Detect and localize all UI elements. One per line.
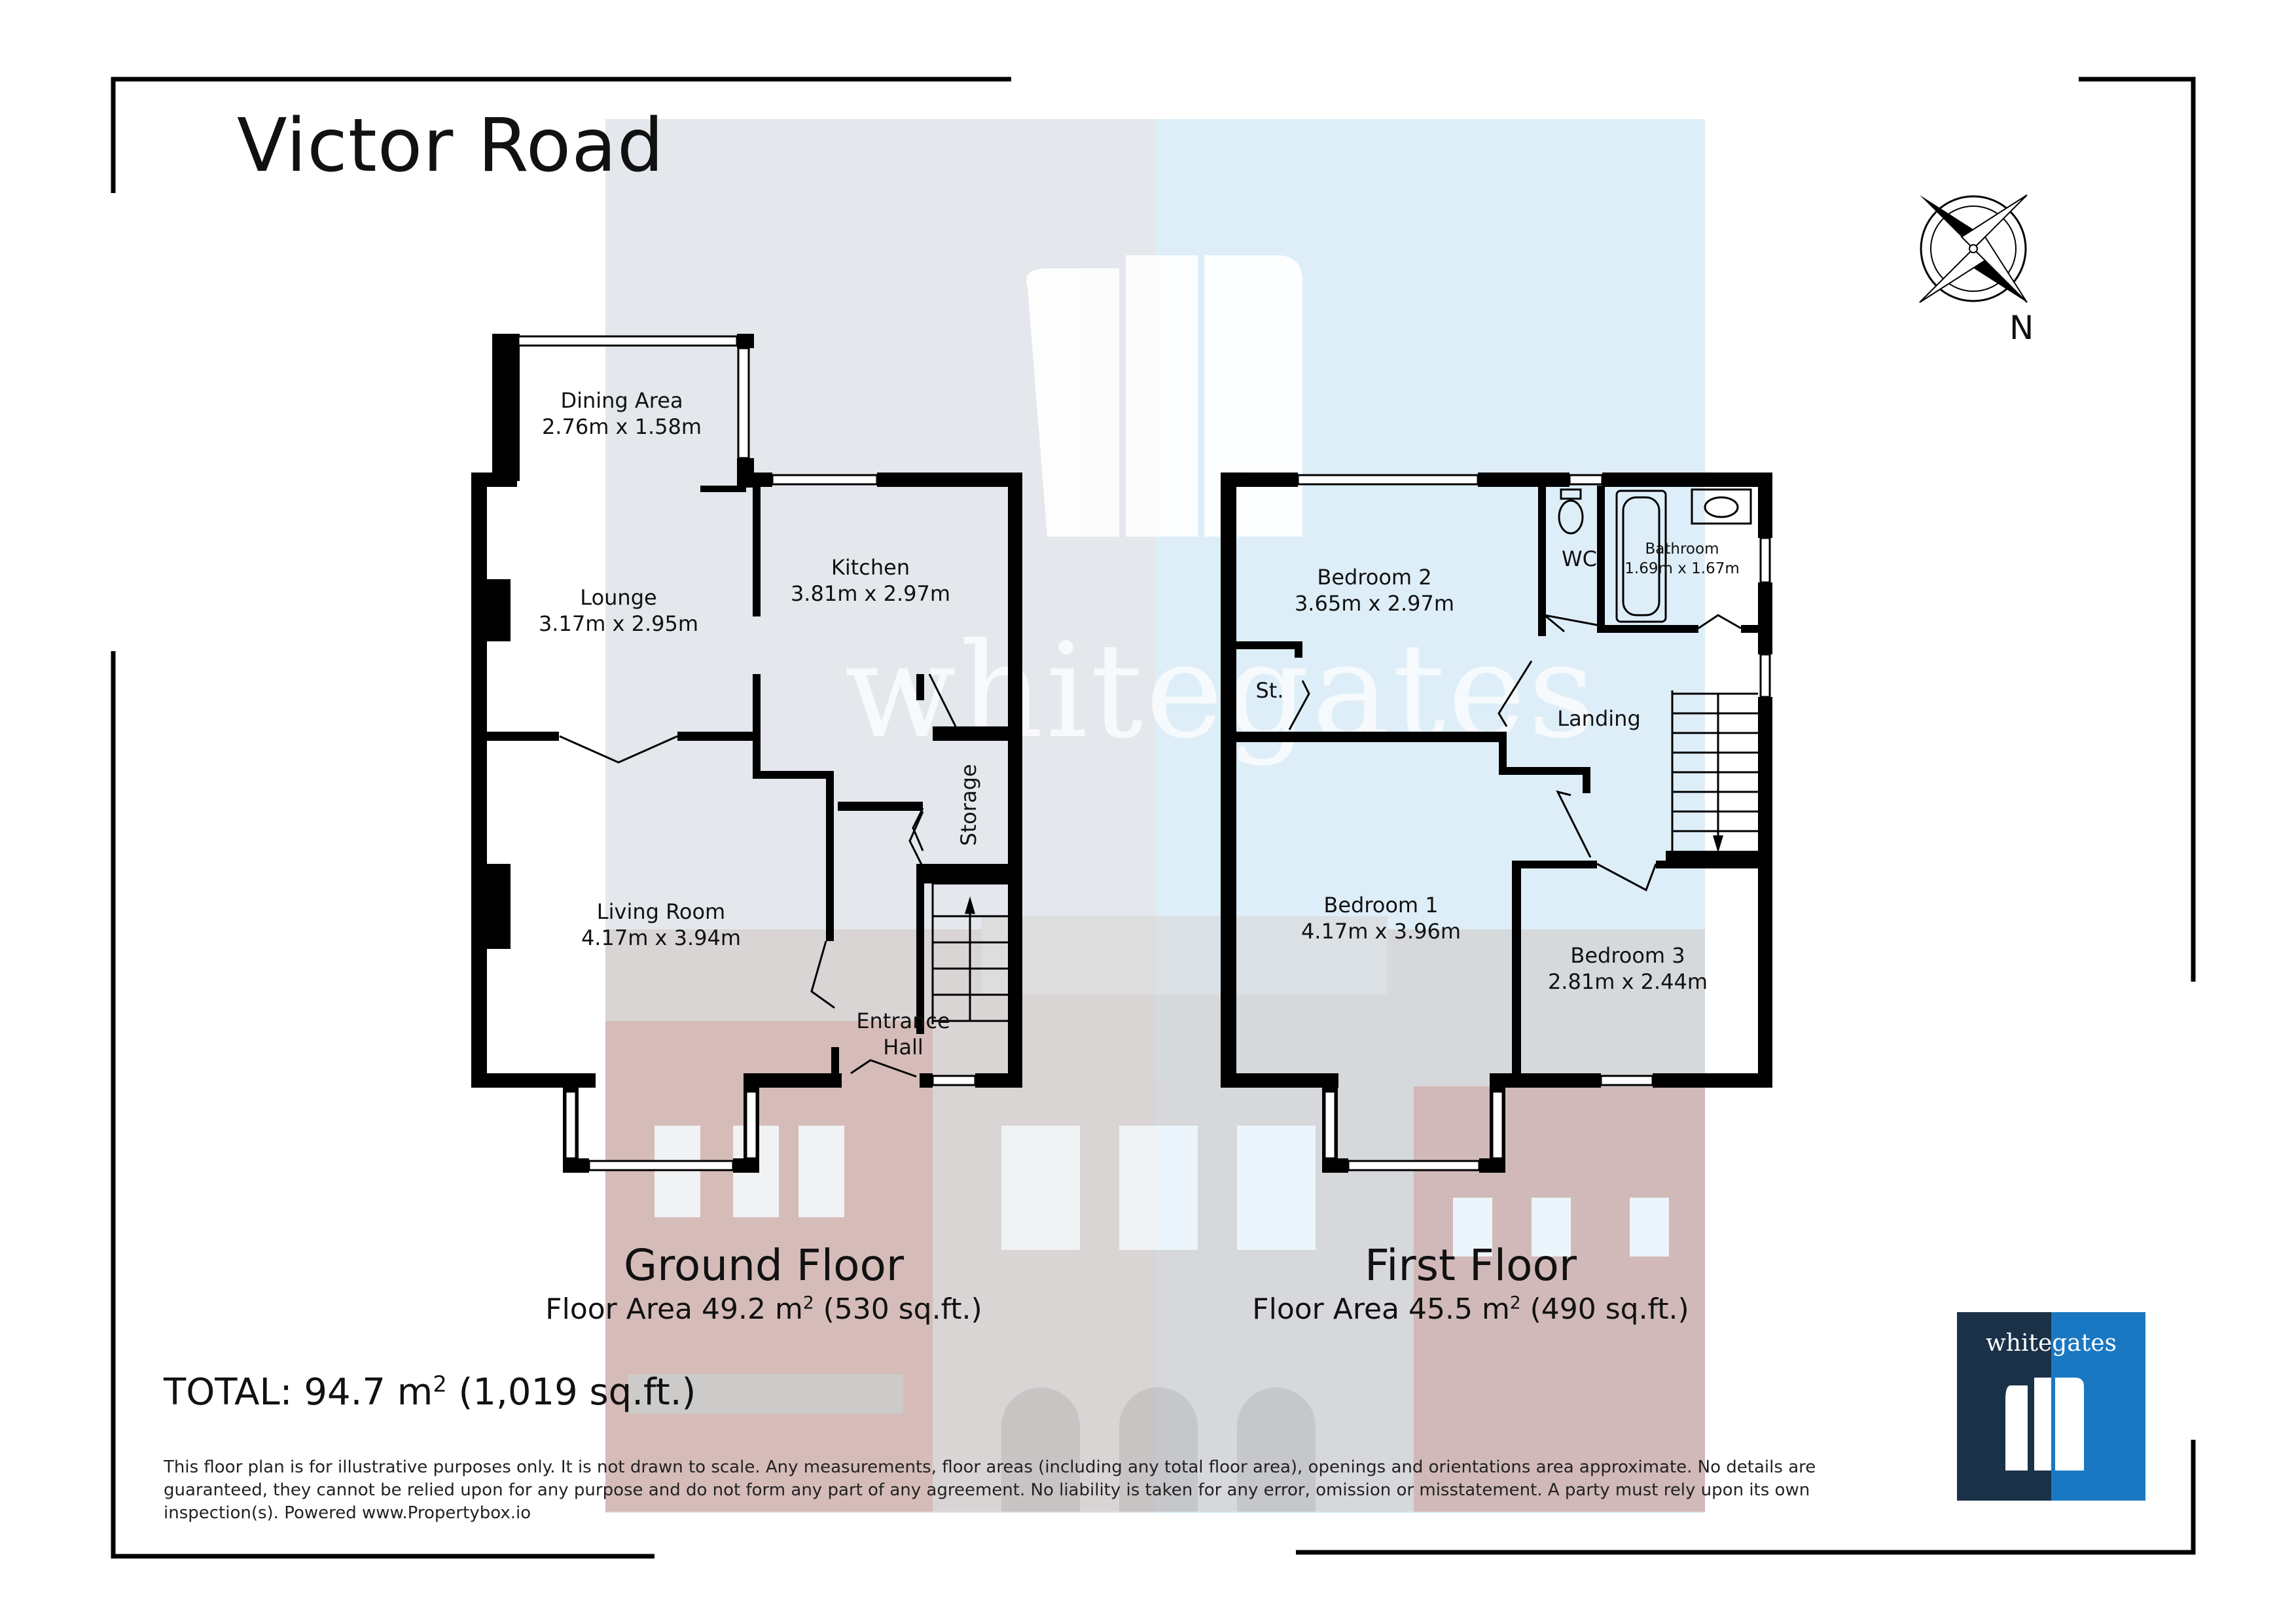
room-size: 4.17m x 3.94m [581,925,742,950]
room-label-bathroom: Bathroom 1.69m x 1.67m [1624,539,1739,579]
room-name: Bedroom 2 [1317,565,1432,590]
total-value: TOTAL: 94.7 m [164,1371,433,1414]
first-floor-area: Floor Area 45.5 m2 (490 sq.ft.) [1176,1293,1765,1326]
room-size: 3.81m x 2.97m [790,581,951,606]
room-size: 3.17m x 2.95m [538,611,699,636]
first-floor-stairs [1671,690,1758,853]
ground-floor-windows [517,335,977,1171]
area-unit-superscript: 2 [1509,1293,1521,1313]
total-floor-area: TOTAL: 94.7 m2 (1,019 sq.ft.) [164,1371,696,1414]
total-unit-superscript: 2 [433,1371,447,1397]
area-unit-superscript: 2 [802,1293,814,1313]
room-size: 2.76m x 1.58m [541,414,702,439]
room-label-bedroom-1: Bedroom 1 4.17m x 3.96m [1301,892,1461,944]
room-name: Dining Area [560,388,683,413]
ground-floor-area: Floor Area 49.2 m2 (530 sq.ft.) [469,1293,1058,1326]
disclaimer-text: This floor plan is for illustrative purp… [164,1457,1816,1523]
room-name: Lounge [580,585,657,610]
room-name-line2: Hall [883,1035,924,1060]
watermark-text: whitegates [844,615,1598,768]
ground-floor-title: Ground Floor [624,1240,904,1291]
logo-brand-name: whitegates [1985,1330,2117,1357]
area-value: Floor Area 49.2 m [545,1293,803,1326]
first-floor-title: First Floor [1364,1240,1577,1291]
room-name: Bedroom 1 [1323,893,1439,918]
room-size: 3.65m x 2.97m [1294,591,1455,616]
room-label-storage-cupboard: St. [1255,678,1284,703]
room-label-bedroom-3: Bedroom 3 2.81m x 2.44m [1548,942,1708,995]
area-imperial: (530 sq.ft.) [814,1293,982,1326]
whitegates-logo [1957,1312,2145,1501]
room-label-landing: Landing [1557,706,1641,731]
room-size: 2.81m x 2.44m [1547,969,1708,994]
area-imperial: (490 sq.ft.) [1520,1293,1689,1326]
room-label-wc: WC [1562,546,1597,571]
ground-floor-stairs [931,882,1008,1024]
room-label-entrance-hall: Entrance Hall [856,1008,950,1060]
room-label-storage: Storage [956,764,981,846]
first-floor-windows [1297,474,1771,1171]
room-name: Bedroom 3 [1570,943,1685,968]
room-label-bedroom-2: Bedroom 2 3.65m x 2.97m [1295,564,1454,616]
room-name: Entrance [856,1008,950,1033]
building-photo [605,916,1705,1512]
room-name: Kitchen [831,555,910,580]
room-name: Bathroom [1645,541,1719,558]
room-size: 1.69m x 1.67m [1624,560,1740,577]
room-label-kitchen: Kitchen 3.81m x 2.97m [791,554,950,607]
property-title: Victor Road [237,103,664,188]
compass-north-label: N [2009,309,2034,347]
room-label-lounge: Lounge 3.17m x 2.95m [539,584,698,637]
total-imperial: (1,019 sq.ft.) [446,1371,696,1414]
first-floor-fixtures [1288,488,1752,892]
watermark-logo-mark [1026,255,1302,537]
room-label-dining-area: Dining Area 2.76m x 1.58m [542,387,702,440]
room-size: 4.17m x 3.96m [1300,919,1462,944]
ground-floor-doors [559,673,957,1078]
room-label-living-room: Living Room 4.17m x 3.94m [581,899,741,951]
compass-rose-icon [1919,194,2028,303]
area-value: Floor Area 45.5 m [1252,1293,1510,1326]
room-name: Living Room [596,899,726,924]
